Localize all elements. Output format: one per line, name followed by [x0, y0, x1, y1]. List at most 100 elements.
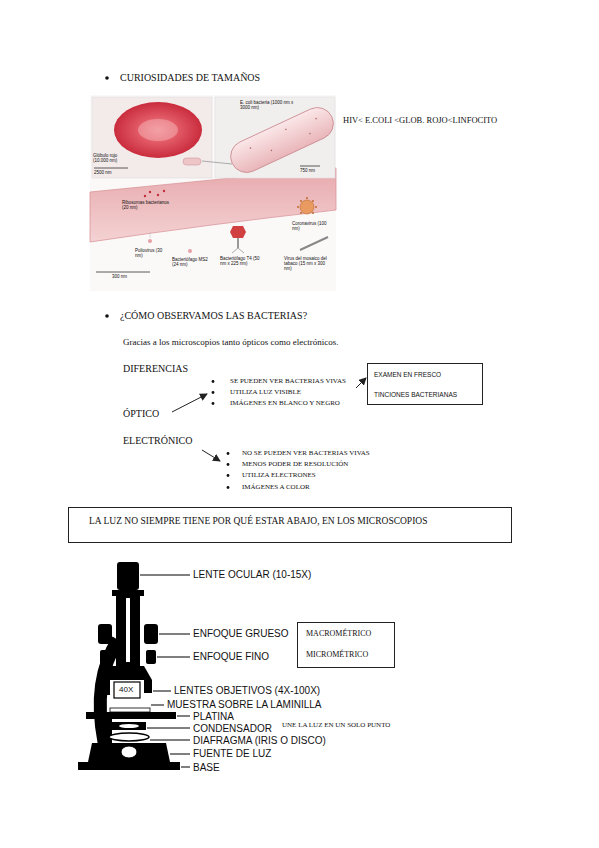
microscope-drawing-part: [126, 598, 130, 662]
size-illustration-part-part: [306, 197, 308, 199]
size-illustration-part: [202, 161, 232, 164]
box-text: MICROMÉTRICO: [306, 650, 368, 659]
microscope-drawing-part: [86, 712, 176, 719]
size-illustration-part-part: [297, 206, 299, 208]
bullets-part: [212, 380, 215, 383]
size-illustration-part: [300, 200, 314, 214]
subheading: ÓPTICO: [123, 408, 159, 420]
bullet-item: MENOS PODER DE RESOLUCIÓN: [242, 460, 348, 468]
image-label: Virus del mosaico del tabaco (15 nm x 30…: [284, 256, 332, 272]
size-illustration-part: [238, 248, 244, 253]
image-label: Ribosomas bacterianos (20 nm): [122, 200, 170, 210]
size-illustration-part-part: [312, 212, 314, 214]
microscope-drawing-part: [100, 650, 110, 664]
size-illustration-part-part: [300, 212, 302, 214]
size-illustration-part: [92, 97, 212, 178]
subheading: ELECTRÓNICO: [123, 435, 192, 447]
size-illustration-part-part: [300, 200, 302, 202]
note-box: LA LUZ NO SIEMPRE TIENE POR QUÉ ESTAR AB…: [68, 507, 512, 543]
size-illustration-part: [96, 272, 150, 273]
size-illustration-part: [149, 191, 151, 193]
size-illustration-part: [90, 168, 336, 242]
leader-lines-part: [150, 740, 190, 741]
size-illustration-part: [300, 166, 320, 167]
leader-lines-part: [151, 705, 164, 706]
part-label: LENTE OCULAR (10-15X): [193, 569, 311, 581]
size-illustration-part: [225, 102, 338, 177]
image-label: Coronavirus (100 nm): [292, 221, 332, 231]
microscope-drawing: [78, 562, 180, 770]
subheading: DIFERENCIAS: [123, 363, 188, 375]
microscope-drawing-part: [114, 682, 140, 698]
pointer-arrows-part: [356, 378, 366, 388]
microscope-drawing-part: [78, 762, 180, 770]
size-illustration-part: [150, 232, 151, 238]
size-illustration-part: [114, 102, 202, 158]
size-illustration: [90, 95, 339, 291]
leader-lines-part: [181, 767, 190, 768]
pointer-arrows-part: [172, 394, 207, 412]
method-box: EXAMEN EN FRESCO TINCIONES BACTERIANAS: [367, 363, 483, 405]
scale-label: 2500 nm: [94, 170, 112, 175]
image-label: Bacteriófago T4 (50 nm x 225 nm): [220, 256, 262, 266]
microscope-drawing-part: [104, 666, 152, 680]
bullets-part: [227, 474, 230, 477]
size-illustration-part-part: [285, 128, 287, 130]
microscope-drawing-part: [98, 624, 112, 644]
part-label: LENTES OBJETIVOS (4X-100X): [174, 685, 320, 697]
part-label: CONDENSADOR: [193, 723, 272, 735]
microscope-drawing-part: [101, 680, 110, 695]
leader-lines-part: [157, 657, 190, 658]
part-label: MUESTRA SOBRE LA LAMINILLA: [167, 699, 322, 711]
box-text: TINCIONES BACTERIANAS: [374, 391, 457, 398]
bullet-item: SE PUEDEN VER BACTERIAS VIVAS: [230, 377, 346, 385]
part-label: ENFOQUE FINO: [193, 651, 269, 663]
microscope-drawing-part: [110, 708, 150, 712]
box-text: LA LUZ NO SIEMPRE TIENE POR QUÉ ESTAR AB…: [89, 516, 427, 527]
body-text: Gracias a los microscopios tanto ópticos…: [123, 337, 338, 347]
note: UNE LA LUZ EN UN SOLO PUNTO: [282, 721, 390, 729]
leader-lines-part: [170, 754, 190, 755]
bullets-part: [227, 463, 230, 466]
size-illustration-part-part: [225, 102, 338, 177]
size-illustration-part: [297, 197, 317, 214]
size-illustration-part: [300, 237, 328, 250]
microscope-drawing-part: [121, 746, 137, 758]
size-illustration-part: [94, 168, 128, 169]
size-illustration-part-part: [309, 133, 311, 135]
microscope-drawing-part: [88, 743, 170, 762]
image-label: Glóbulo rojo (10.000 nm): [93, 153, 127, 163]
image-label: Poliovirus (30 nm): [135, 248, 167, 258]
section-heading: CURIOSIDADES DE TAMAÑOS: [120, 72, 260, 84]
size-illustration-part: [138, 119, 178, 141]
leader-lines: [140, 575, 190, 767]
size-illustration-part-part: [315, 118, 317, 120]
size-illustration-part: [144, 195, 146, 197]
size-illustration-part-part: [249, 147, 251, 149]
microscope-drawing-part: [144, 624, 158, 644]
box-text: EXAMEN EN FRESCO: [374, 371, 441, 378]
image-label: Bacteriófago MS2 (24 nm): [172, 257, 208, 267]
microscope-drawing-part: [144, 680, 152, 693]
part-label: FUENTE DE LUZ: [193, 748, 271, 760]
section-heading: ¿CÓMO OBSERVAMOS LAS BACTERIAS?: [120, 310, 307, 322]
focus-box: MACROMÉTRICOMICROMÉTRICO: [297, 622, 395, 668]
size-illustration-part: [148, 239, 152, 243]
microscope-drawing-part: [119, 724, 139, 728]
microscope-drawing-part: [146, 650, 156, 664]
size-illustration-part: [163, 190, 165, 192]
part-label: ENFOQUE GRUESO: [193, 628, 289, 640]
size-illustration-part: [157, 194, 159, 196]
objective-marking: 40X: [119, 685, 133, 694]
part-label: PLATINA: [193, 711, 234, 723]
scale-label: 300 nm: [112, 274, 127, 279]
microscope-drawing-part: [98, 719, 112, 743]
size-illustration-part: [232, 248, 238, 253]
leader-lines-part: [147, 728, 190, 729]
leader-lines-part: [140, 575, 190, 576]
bullet-item: IMÁGENES A COLOR: [242, 483, 310, 491]
bullets-part: [212, 402, 215, 405]
bullets-part: [227, 452, 230, 455]
size-illustration-part-part: [315, 206, 317, 208]
